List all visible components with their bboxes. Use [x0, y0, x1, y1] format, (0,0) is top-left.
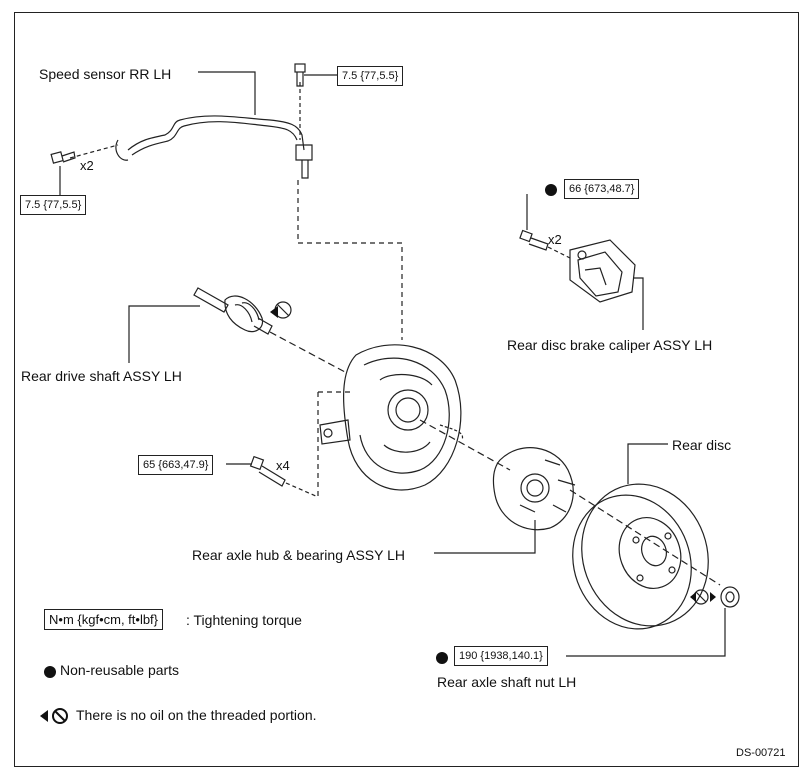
- torque-nut: 190 {1938,140.1}: [454, 646, 548, 666]
- drive-shaft-drawing: [193, 287, 273, 335]
- legend-torque-unit: N•m {kgf•cm, ft•lbf}: [44, 609, 164, 630]
- caliper-label: Rear disc brake caliper ASSY LH: [507, 337, 713, 353]
- caliper-drawing: [569, 239, 636, 303]
- hub-bearing-label: Rear axle hub & bearing ASSY LH: [192, 547, 405, 563]
- legend-dot-icon: [44, 664, 56, 682]
- torque-sensor-left: 7.5 {77,5.5}: [20, 195, 87, 215]
- sensor-bolt-qty: x2: [80, 158, 94, 173]
- figure-code: DS-00721: [736, 747, 786, 759]
- no-oil-icon: [40, 708, 68, 724]
- bolt-icon: [294, 63, 306, 87]
- axle-nut-label: Rear axle shaft nut LH: [437, 674, 577, 690]
- rear-disc-drawing: [572, 483, 709, 630]
- caliper-bolt-qty: x2: [548, 232, 562, 247]
- torque-sensor-top: 7.5 {77,5.5}: [337, 66, 404, 86]
- figure-frame: [14, 12, 799, 767]
- legend-torque-text: : Tightening torque: [186, 612, 302, 628]
- speed-sensor-label: Speed sensor RR LH: [39, 66, 172, 82]
- axle-nut-drawing: [720, 586, 740, 608]
- knuckle-backing-plate: [319, 344, 464, 491]
- speed-sensor-body: [295, 144, 313, 161]
- hub-bearing-drawing: [492, 447, 576, 531]
- torque-hub: 65 {663,47.9}: [138, 455, 214, 475]
- drive-shaft-label: Rear drive shaft ASSY LH: [21, 368, 182, 384]
- speed-sensor-wire: [127, 115, 305, 151]
- torque-caliper: 66 {673,48.7}: [564, 179, 640, 199]
- legend-no-oil-text: There is no oil on the threaded portion.: [76, 707, 317, 723]
- nut-nonreusable-dot-icon: [436, 650, 448, 668]
- nonreusable-dot-icon: [545, 182, 557, 200]
- hub-bolt-qty: x4: [276, 458, 290, 473]
- rear-disc-label: Rear disc: [672, 437, 732, 453]
- legend-nonreusable-text: Non-reusable parts: [60, 662, 180, 678]
